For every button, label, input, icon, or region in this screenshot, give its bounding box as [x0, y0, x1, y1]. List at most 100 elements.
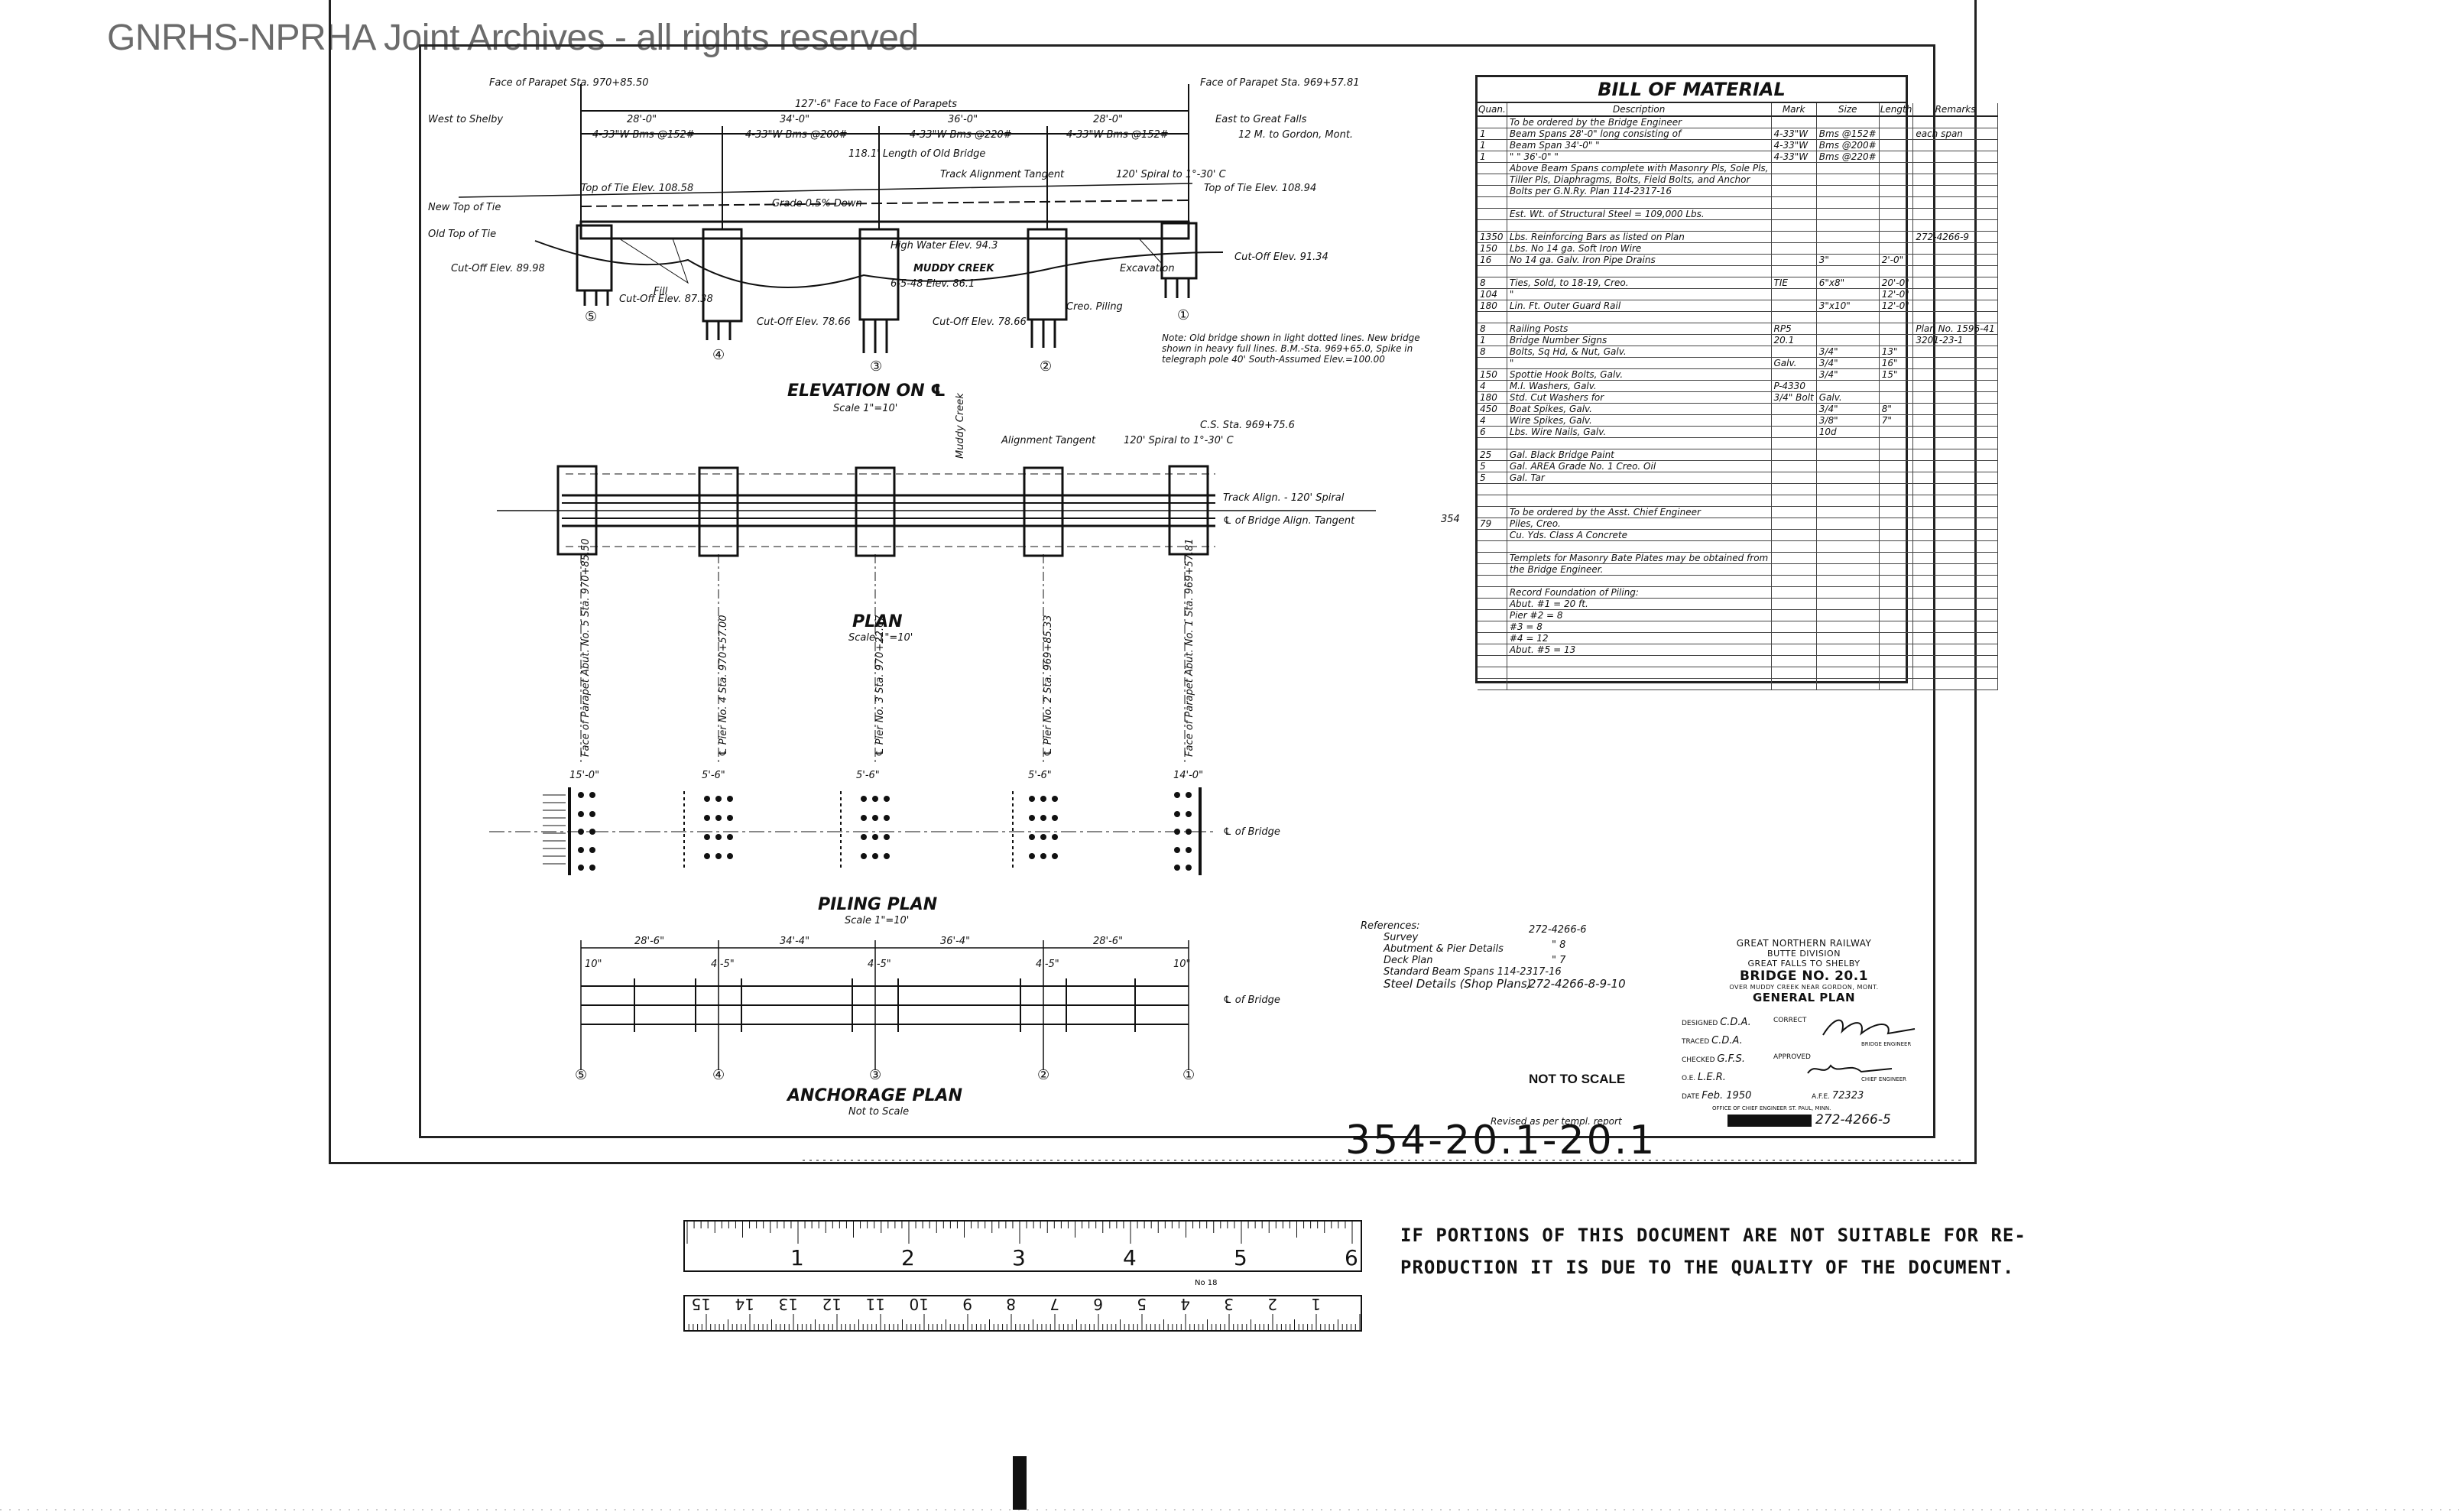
- bom-cell-size: [1816, 506, 1880, 518]
- anchorage-cl-bridge: ℄ of Bridge: [1223, 994, 1280, 1006]
- bom-cell-description: Abut. #5 = 13: [1507, 644, 1772, 656]
- anchorage-span-1: 28'-6": [634, 936, 664, 947]
- bom-cell-mark: [1771, 667, 1817, 679]
- creek-elevation: 6-5-48 Elev. 86.1: [890, 278, 975, 290]
- bom-cell-remarks: [1912, 196, 1998, 209]
- bom-cell-size: [1816, 644, 1880, 656]
- bom-cell-description: #3 = 8: [1507, 621, 1772, 633]
- bom-cell-quan: [1478, 552, 1507, 564]
- bom-cell-length: [1879, 196, 1914, 209]
- bom-cell-mark: [1771, 632, 1817, 644]
- bom-cell-remarks: [1912, 552, 1998, 564]
- bom-cell-mark: [1771, 586, 1817, 599]
- bom-row: #3 = 8: [1478, 621, 1998, 633]
- bom-cell-description: Piles, Creo.: [1507, 518, 1772, 530]
- bom-cell-size: [1816, 678, 1880, 690]
- bom-cell-length: [1879, 151, 1914, 163]
- bom-cell-length: 15": [1879, 368, 1914, 381]
- bom-cell-remarks: [1912, 139, 1998, 151]
- piling-title: PILING PLAN: [818, 895, 937, 914]
- anchorage-span-3: 36'-4": [940, 936, 970, 947]
- bom-cell-description: No 14 ga. Galv. Iron Pipe Drains: [1507, 254, 1772, 266]
- bom-cell-length: [1879, 495, 1914, 507]
- span-dimension-3: 36'-0": [948, 114, 978, 125]
- traced-label: TRACED: [1682, 1038, 1710, 1046]
- revision-note: Revised as per templ. report: [1491, 1116, 1622, 1127]
- bom-header-mark: Mark: [1771, 103, 1817, 117]
- east-direction-label: East to Great Falls: [1215, 114, 1307, 125]
- bom-cell-size: [1816, 609, 1880, 621]
- bom-cell-mark: [1771, 162, 1817, 174]
- bom-cell-size: [1816, 552, 1880, 564]
- bom-cell-length: 20'-0": [1879, 277, 1914, 289]
- bom-cell-mark: [1771, 300, 1817, 312]
- bom-cell-remarks: [1912, 185, 1998, 197]
- bom-row: "Galv.3/4"16": [1478, 357, 1998, 369]
- high-water-label: High Water Elev. 94.3: [890, 240, 998, 251]
- ruler-cm-label: 13: [779, 1295, 798, 1313]
- anchorage-dim-1: 10": [585, 959, 602, 970]
- traced-value: C.D.A.: [1711, 1035, 1743, 1046]
- bom-header-row: Quan. Description Mark Size Length Remar…: [1478, 103, 1998, 117]
- bom-cell-remarks: [1912, 116, 1998, 128]
- track-align-label: Track Align. - 120' Spiral: [1223, 492, 1345, 504]
- creo-piling-label: Creo. Piling: [1066, 301, 1123, 313]
- bom-cell-remarks: [1912, 529, 1998, 541]
- bom-cell-length: [1879, 334, 1914, 346]
- bom-cell-size: [1816, 231, 1880, 243]
- bom-cell-size: [1816, 311, 1880, 323]
- anchorage-dim-4: 4'-5": [1036, 959, 1059, 970]
- bom-cell-length: [1879, 174, 1914, 186]
- bom-cell-quan: [1478, 495, 1507, 507]
- bom-cell-description: [1507, 495, 1772, 507]
- bom-cell-quan: 6: [1478, 426, 1507, 438]
- bom-cell-description: Ties, Sold, to 18-19, Creo.: [1507, 277, 1772, 289]
- bom-cell-length: [1879, 449, 1914, 461]
- cutoff-right-label: Cut-Off Elev. 91.34: [1234, 251, 1328, 263]
- ruler-cm-label: 4: [1180, 1295, 1190, 1313]
- title-block: GREAT NORTHERN RAILWAY BUTTE DIVISION GR…: [1682, 929, 1926, 1128]
- bom-cell-length: [1879, 632, 1914, 644]
- marker-3: ③: [870, 359, 882, 375]
- bom-cell-length: [1879, 644, 1914, 656]
- bom-cell-length: [1879, 162, 1914, 174]
- bom-row: the Bridge Engineer.: [1478, 563, 1998, 576]
- bom-cell-mark: [1771, 552, 1817, 564]
- bom-cell-size: [1816, 437, 1880, 449]
- station-abut-5: Face of Parapet Abut. No. 5 Sta. 970+85.…: [580, 538, 592, 757]
- bom-cell-description: [1507, 575, 1772, 587]
- bom-cell-mark: [1771, 540, 1817, 553]
- bom-cell-mark: [1771, 185, 1817, 197]
- bom-cell-description: Std. Cut Washers for: [1507, 391, 1772, 404]
- bom-cell-mark: [1771, 368, 1817, 381]
- cutoff-left-label: Cut-Off Elev. 89.98: [451, 263, 545, 274]
- bom-cell-quan: 180: [1478, 391, 1507, 404]
- bom-cell-mark: [1771, 575, 1817, 587]
- bom-cell-size: [1816, 655, 1880, 667]
- bom-cell-length: 16": [1879, 357, 1914, 369]
- reference-1: Survey: [1384, 932, 1419, 943]
- bom-cell-remarks: [1912, 483, 1998, 495]
- anchorage-dim-3: 4'-5": [868, 959, 891, 970]
- span-dimension-2: 34'-0": [780, 114, 809, 125]
- bom-cell-length: [1879, 586, 1914, 599]
- bom-cell-description: To be ordered by the Bridge Engineer: [1507, 116, 1772, 128]
- bom-cell-quan: [1478, 609, 1507, 621]
- bom-header-size: Size: [1816, 103, 1880, 117]
- bom-cell-remarks: [1912, 632, 1998, 644]
- bom-cell-mark: [1771, 437, 1817, 449]
- cs-station: C.S. Sta. 969+75.6: [1200, 420, 1295, 431]
- anchor-marker-1: ①: [1182, 1067, 1195, 1083]
- bom-cell-mark: [1771, 311, 1817, 323]
- bom-cell-remarks: [1912, 254, 1998, 266]
- bom-cell-quan: 180: [1478, 300, 1507, 312]
- bom-cell-quan: [1478, 174, 1507, 186]
- bom-cell-size: [1816, 116, 1880, 128]
- bom-cell-description: Boat Spikes, Galv.: [1507, 403, 1772, 415]
- station-pier-3: ℄ Pier No. 3 Sta. 970+22.67: [874, 615, 886, 757]
- bom-cell-length: [1879, 506, 1914, 518]
- bom-cell-remarks: [1912, 426, 1998, 438]
